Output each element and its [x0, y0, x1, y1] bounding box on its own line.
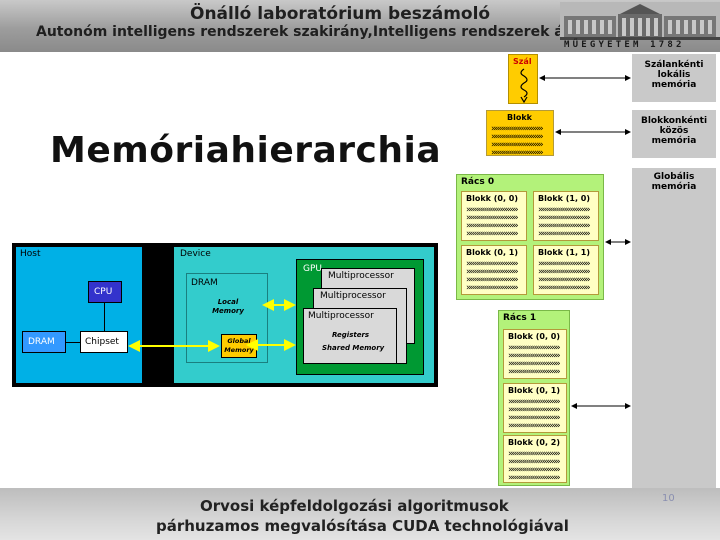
host-label: Host	[20, 249, 41, 259]
local-memory-label: Local Memory	[212, 298, 244, 315]
grid0-block-0-1: Blokk (0, 1) »»»»»»»»»»»»»»»»»»»»»»»»»»»…	[461, 245, 527, 295]
grid0-block-1-0: Blokk (1, 0) »»»»»»»»»»»»»»»»»»»»»»»»»»»…	[533, 191, 599, 241]
host-dram-box: DRAM	[22, 331, 66, 353]
grid0-block-1-1: Blokk (1, 1) »»»»»»»»»»»»»»»»»»»»»»»»»»»…	[533, 245, 599, 295]
dram-chipset-line	[66, 342, 80, 343]
registers-label: Registers	[332, 331, 370, 339]
thread-box: Szál	[508, 54, 538, 104]
block-shared-memory: Blokkonkénti közös memória	[632, 110, 716, 158]
footer-line1: Orvosi képfeldolgozási algoritmusok	[200, 497, 509, 515]
page-number: 10	[662, 493, 675, 504]
grid1-block-0-0: Blokk (0, 0) »»»»»»»»»»»»»»»»»»»»»»»»»»»…	[503, 329, 567, 379]
chipset-label: Chipset	[85, 337, 119, 347]
logo-text: MŰEGYETEM 1782	[564, 40, 685, 50]
cpu-chipset-line	[104, 303, 105, 331]
grid0-box: Rács 0 Blokk (0, 0) »»»»»»»»»»»»»»»»»»»»…	[456, 174, 604, 300]
device-label: Device	[180, 249, 211, 259]
chipset-box: Chipset	[80, 331, 128, 353]
thread-wave-icon	[520, 68, 528, 103]
multiprocessor-3: Multiprocessor Registers Shared Memory	[303, 308, 397, 364]
thread-local-memory: Szálankénti lokális memória	[632, 54, 716, 102]
university-logo: MŰEGYETEM 1782	[560, 2, 720, 52]
host-dram-label: DRAM	[28, 337, 55, 347]
grid1-block-0-2: Blokk (0, 2) »»»»»»»»»»»»»»»»»»»»»»»»»»»…	[503, 435, 567, 483]
shared-memory-label: Shared Memory	[322, 344, 385, 352]
block-threads: »»»»»»»»»»»»»»»»»»»»»»»»»»»»»»»»»»»»»»»»…	[491, 125, 543, 157]
cuda-memory-diagram: Szál Blokk »»»»»»»»»»»»»»»»»»»»»»»»»»»»»…	[450, 52, 720, 488]
gpu-box: GPU Multiprocessor Multiprocessor Multip…	[296, 259, 424, 375]
grid1-box: Rács 1 Blokk (0, 0) »»»»»»»»»»»»»»»»»»»»…	[498, 310, 570, 486]
global-memory-column: Globális memória	[632, 168, 716, 488]
global-memory-box: Global Memory	[221, 334, 257, 358]
block-label: Blokk	[507, 113, 532, 122]
grid1-block-0-1: Blokk (0, 1) »»»»»»»»»»»»»»»»»»»»»»»»»»»…	[503, 383, 567, 433]
cpu-label: CPU	[94, 287, 113, 297]
building-icon	[560, 2, 720, 40]
footer-line2: párhuzamos megvalósítása CUDA technológi…	[156, 517, 569, 535]
footer-bar: Orvosi képfeldolgozási algoritmusok párh…	[0, 488, 720, 540]
grid0-block-0-0: Blokk (0, 0) »»»»»»»»»»»»»»»»»»»»»»»»»»»…	[461, 191, 527, 241]
hardware-arrows	[128, 299, 296, 352]
cpu-box: CPU	[88, 281, 122, 303]
header-bar: Önálló laboratórium beszámoló Autonóm in…	[0, 0, 720, 52]
header-subtitle: Autonóm intelligens rendszerek szakirány…	[36, 24, 608, 40]
grid0-label: Rács 0	[461, 177, 495, 187]
cuda-arrows	[539, 75, 631, 409]
device-dram-label: DRAM	[191, 278, 218, 288]
hardware-memory-diagram: Host CPU DRAM Chipset Device DRAM Local …	[12, 243, 438, 387]
block-box: Blokk »»»»»»»»»»»»»»»»»»»»»»»»»»»»»»»»»»…	[486, 110, 554, 157]
thread-label: Szál	[513, 57, 532, 66]
global-memory-label: Global Memory	[224, 337, 254, 354]
grid1-label: Rács 1	[503, 313, 537, 323]
host-panel: Host CPU DRAM Chipset	[16, 247, 142, 383]
header-title: Önálló laboratórium beszámoló	[190, 4, 491, 24]
slide-title: Memóriahierarchia	[50, 130, 442, 171]
gpu-label: GPU	[303, 264, 322, 274]
